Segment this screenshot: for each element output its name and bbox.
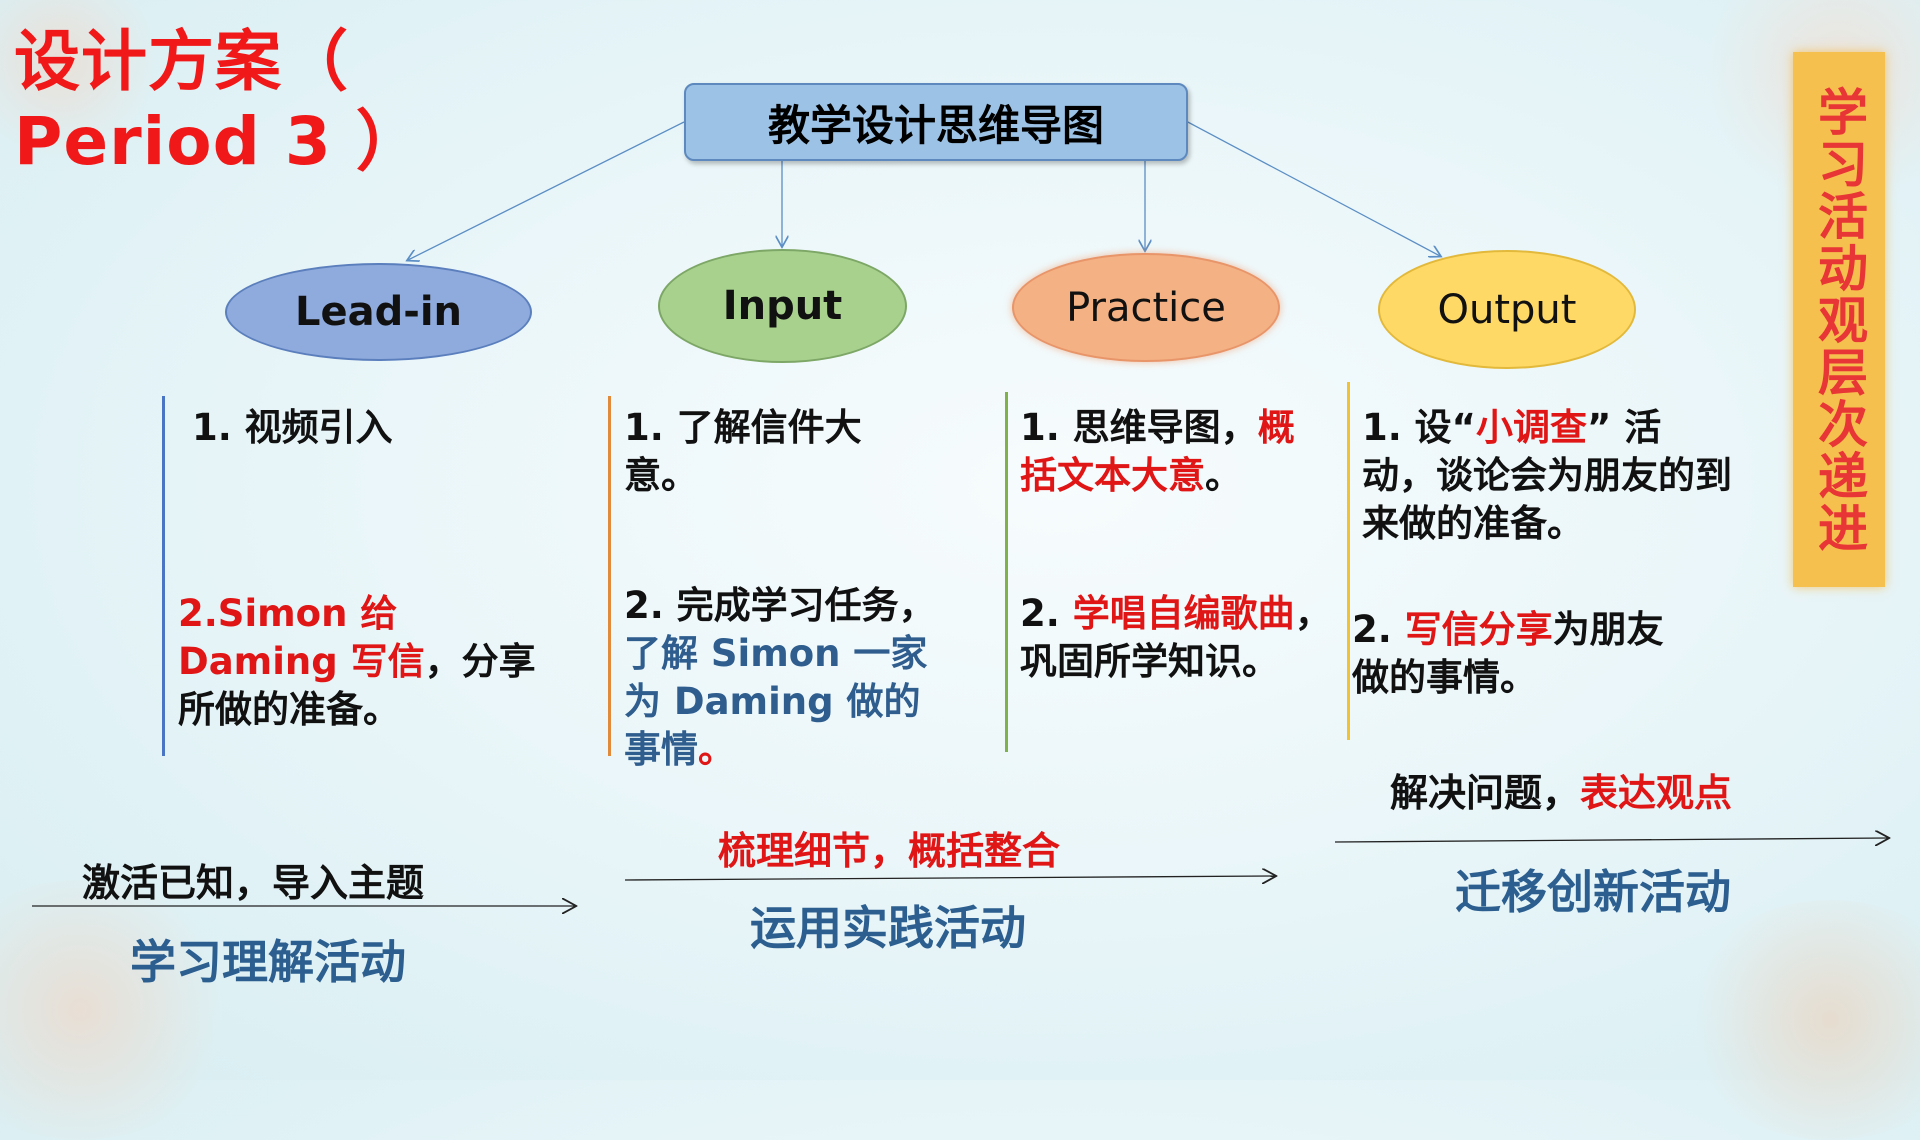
practice-item-2-text: ，巩固所学知识。	[1020, 592, 1332, 683]
lead-in-item-2: 2.Simon 给 Daming 写信，分享所做的准备。	[178, 590, 558, 734]
activity-3-name: 迁移创新活动	[1455, 865, 1731, 919]
practice-item-1: 1. 思维导图，概括文本大意。	[1020, 404, 1320, 500]
input-item-2-highlight: 了解 Simon 一家为 Daming 做的事情	[624, 632, 928, 771]
activity-3-summary-highlight: 表达观点	[1580, 771, 1733, 815]
output-item-2-prefix: 2.	[1352, 608, 1405, 651]
input-item-2-end: 。	[698, 728, 735, 771]
output-item-1-text: 1. 设“	[1362, 406, 1476, 449]
stage-output: Output	[1378, 250, 1636, 369]
practice-item-2: 2. 学唱自编歌曲，巩固所学知识。	[1020, 590, 1340, 686]
practice-item-2-prefix: 2.	[1020, 592, 1073, 635]
lead-in-item-1: 1. 视频引入	[192, 406, 393, 449]
connector-output	[1183, 119, 1440, 256]
divider-lead-in	[162, 396, 165, 756]
activity-3-summary: 解决问题，表达观点	[1390, 762, 1732, 817]
divider-input	[608, 396, 611, 756]
activity-1-name: 学习理解活动	[130, 935, 406, 989]
connector-lead-in	[408, 121, 685, 260]
practice-item-1-highlight: 概括文本大意	[1020, 406, 1295, 497]
activity-1-summary: 激活已知，导入主题	[82, 861, 425, 905]
input-item-2: 2. 完成学习任务， 了解 Simon 一家为 Daming 做的事情。	[624, 582, 949, 774]
page-title: 设计方案（ Period 3 ）	[14, 23, 423, 180]
connector-lines	[32, 119, 1920, 1080]
output-item-2-highlight: 写信分享	[1404, 608, 1553, 651]
output-item-2-text: 为朋友做的事情。	[1352, 608, 1664, 699]
side-banner: 学习活动观层次递进	[1793, 52, 1885, 587]
lead-in-item-2-highlight: 2.Simon 给 Daming 写信	[178, 592, 425, 683]
lead-in-item-2-text: ，分享所做的准备。	[178, 640, 536, 731]
output-item-1-rest: ” 活动，谈论会为朋友的到来做的准备。	[1362, 406, 1732, 545]
stage-practice: Practice	[1012, 253, 1280, 362]
input-item-2-text: 2. 完成学习任务，	[624, 584, 936, 627]
activity-2-name: 运用实践活动	[750, 901, 1026, 955]
divider-output	[1347, 382, 1350, 740]
activity-3-summary-text: 解决问题，	[1390, 771, 1581, 815]
practice-item-1-text: 1. 思维导图，	[1020, 406, 1258, 449]
arrow-activity-2	[624, 876, 1275, 880]
center-node: 教学设计思维导图	[684, 83, 1188, 161]
input-item-1: 1. 了解信件大意。	[624, 406, 862, 497]
output-item-1: 1. 设“小调查” 活动，谈论会为朋友的到来做的准备。	[1362, 404, 1732, 548]
output-item-2: 2. 写信分享为朋友做的事情。	[1352, 606, 1682, 702]
divider-practice	[1005, 392, 1008, 752]
practice-item-1-end: 。	[1205, 454, 1242, 497]
stage-lead-in: Lead-in	[225, 263, 532, 361]
practice-item-2-highlight: 学唱自编歌曲	[1072, 592, 1295, 635]
side-banner-text: 学习活动观层次递进	[1810, 85, 1868, 554]
stage-input: Input	[658, 249, 907, 363]
activity-2-summary: 梳理细节，概括整合	[718, 829, 1061, 873]
output-item-1-highlight: 小调查	[1476, 406, 1587, 449]
arrow-activity-3	[1334, 838, 1888, 842]
